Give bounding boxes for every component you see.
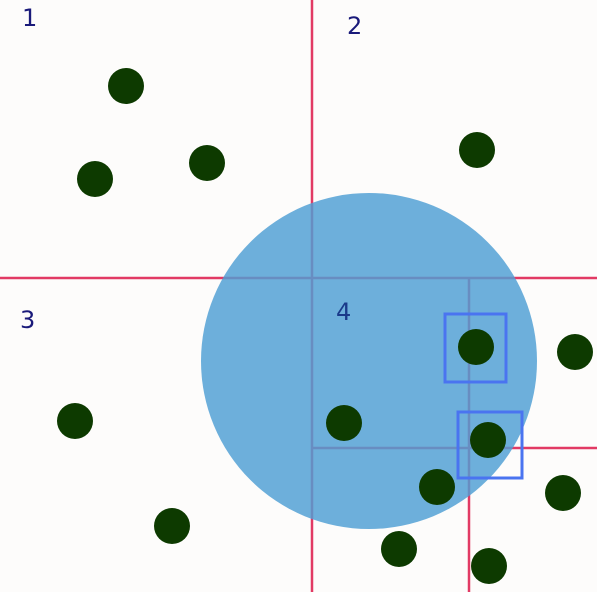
data-point bbox=[108, 68, 144, 104]
data-point bbox=[326, 405, 362, 441]
data-point bbox=[154, 508, 190, 544]
data-point bbox=[545, 475, 581, 511]
data-point bbox=[189, 145, 225, 181]
data-point bbox=[459, 132, 495, 168]
quadrant-label-2: 2 bbox=[347, 12, 362, 40]
data-point bbox=[57, 403, 93, 439]
quadrant-label-1: 1 bbox=[22, 4, 37, 32]
result-highlights bbox=[443, 312, 524, 480]
quadrant-labels: 1 2 3 4 bbox=[20, 4, 362, 334]
data-point bbox=[458, 329, 494, 365]
quadrant-label-3: 3 bbox=[20, 306, 35, 334]
data-point bbox=[557, 334, 593, 370]
data-point bbox=[470, 422, 506, 458]
quadrant-label-4: 4 bbox=[336, 298, 351, 326]
data-point bbox=[419, 469, 455, 505]
result-box bbox=[456, 410, 524, 480]
data-points bbox=[57, 68, 593, 584]
data-point bbox=[381, 531, 417, 567]
search-range-circle bbox=[201, 193, 537, 529]
result-box bbox=[443, 312, 508, 384]
data-point bbox=[471, 548, 507, 584]
data-point bbox=[77, 161, 113, 197]
